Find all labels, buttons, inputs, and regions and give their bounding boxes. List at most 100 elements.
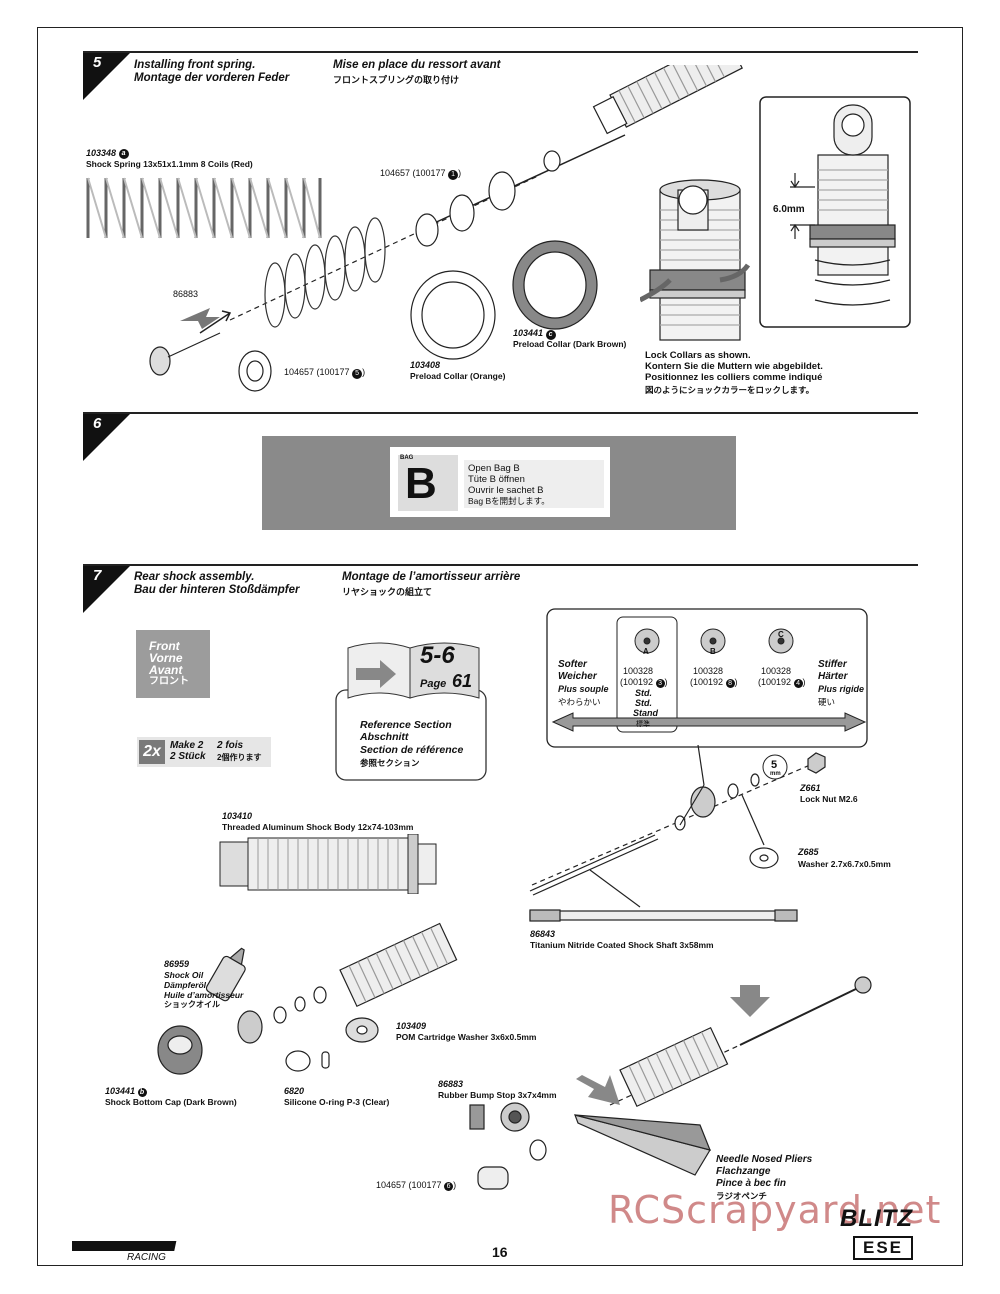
ref-fr: Section de référence — [360, 744, 464, 756]
locknut-desc: Lock Nut M2.6 — [800, 794, 858, 804]
piston-a-letter: A — [643, 647, 649, 656]
step-6-rule — [83, 412, 918, 414]
softer-fr: Plus souple — [558, 684, 609, 694]
measure-label: 6.0mm — [773, 204, 805, 215]
oil-desc-jp: ショックオイル — [164, 1000, 220, 1009]
piston-a-part: 100328 — [623, 666, 654, 676]
ref-de: Abschnitt — [360, 731, 409, 743]
locknut-part: Z661 — [800, 783, 821, 793]
pliers-de: Flachzange — [716, 1166, 771, 1177]
cap-desc: Shock Bottom Cap (Dark Brown) — [105, 1097, 237, 1107]
cap-part: 103441 b — [105, 1086, 147, 1097]
lock-jp: 図のようにショックカラーをロックします。 — [645, 385, 815, 395]
lock-de: Kontern Sie die Muttern wie abgebildet. — [645, 361, 823, 372]
badge-6-icon: 6 — [444, 1182, 454, 1191]
piston-selection-box — [546, 608, 868, 748]
make-de: 2 Stück — [170, 751, 206, 762]
washer-desc: Washer 2.7x6.7x0.5mm — [798, 859, 891, 869]
shaft-part: 86843 — [530, 929, 556, 939]
step-6-badge: 6 — [83, 413, 133, 461]
stiffer-de: Härter — [818, 671, 848, 682]
step-5-title-fr: Mise en place du ressort avant — [333, 59, 501, 71]
badge-5-icon: 5 — [352, 369, 363, 379]
badge-a-icon: a — [118, 148, 129, 159]
softer-en: Softer — [558, 659, 587, 670]
page-frame — [37, 27, 963, 1266]
bag-line-3: Ouvrir le sachet B — [468, 485, 544, 496]
pom-desc: POM Cartridge Washer 3x6x0.5mm — [396, 1032, 537, 1042]
piston-a-note-4: 標準 — [636, 721, 650, 728]
badge-c-icon: c — [545, 330, 556, 340]
part-104657-top: 104657 (100177 1) — [380, 168, 462, 180]
front-de: Vorne — [149, 651, 183, 665]
oil-desc-de: Dämpferöl — [164, 980, 207, 990]
piston-a-note-3: Stand — [633, 708, 659, 718]
front-label-box: Front Vorne Avant フロント — [136, 630, 210, 698]
front-en: Front — [149, 639, 180, 653]
blitz-logo: BLITZ — [840, 1205, 913, 1232]
oil-part: 86959 — [164, 959, 190, 969]
step-5-rule — [83, 51, 918, 53]
step-7-title-de: Bau der hinteren Stoßdämpfer — [134, 584, 300, 596]
ref-pages: 5-6 — [420, 642, 455, 669]
step-5-title-jp: フロントスプリングの取り付け — [333, 75, 460, 85]
step-5-title-en: Installing front spring. — [134, 59, 256, 71]
bag-instructions: Open Bag B Tüte B öffnen Ouvrir le sache… — [464, 460, 604, 508]
stiffer-jp: 硬い — [818, 697, 836, 707]
ese-logo: ESE — [853, 1236, 913, 1260]
bump-desc: Rubber Bump Stop 3x7x4mm — [438, 1090, 557, 1100]
badge-8-icon: 8 — [725, 679, 735, 688]
spring-desc: Shock Spring 13x51x1.1mm 8 Coils (Red) — [86, 159, 253, 169]
step-5-title-de: Montage der vorderen Feder — [134, 72, 290, 84]
piston-a-alt: (100192 3) — [620, 677, 668, 688]
piston-a-note-1: Std. — [635, 688, 652, 698]
front-fr: Avant — [149, 663, 183, 677]
collar-orange-part: 103408 — [410, 360, 441, 370]
bag-line-1: Open Bag B — [468, 463, 520, 474]
wrench-size: 5 — [771, 759, 778, 771]
svg-text:RACING: RACING — [127, 1252, 166, 1262]
step-7-title-jp: リヤショックの組立て — [342, 587, 433, 597]
badge-b-icon: b — [137, 1088, 147, 1097]
hpi-racing-logo: RACING — [72, 1241, 177, 1262]
make-count: 2x — [139, 740, 165, 764]
front-spring-exploded-diagram — [149, 65, 743, 392]
reference-book-icon — [335, 642, 487, 781]
make-en: Make 2 — [170, 740, 204, 751]
body-part: 103410 — [222, 811, 253, 821]
piston-c-letter: C — [778, 630, 784, 639]
make-fr: 2 fois — [217, 740, 244, 751]
bag-line-4: Bag Bを開封します。 — [468, 496, 550, 506]
ref-page-num: 61 — [452, 671, 473, 691]
collar-brown-desc: Preload Collar (Dark Brown) — [513, 339, 627, 349]
softer-de: Weicher — [558, 671, 597, 682]
piston-b-letter: B — [710, 647, 716, 656]
oring-desc: Silicone O-ring P-3 (Clear) — [284, 1097, 390, 1107]
wrench-unit: mm — [770, 771, 781, 777]
piston-b-alt: (100192 8) — [690, 677, 738, 688]
ref-page-label: Page — [420, 678, 447, 690]
washer-part: Z685 — [798, 847, 819, 857]
ref-jp: 参照セクション — [360, 758, 420, 768]
page-number: 16 — [492, 1244, 508, 1260]
step-7-title-fr: Montage de l’amortisseur arrière — [342, 571, 521, 583]
badge-3-icon: 3 — [655, 679, 665, 688]
stiffer-fr: Plus rigide — [818, 684, 865, 694]
oil-desc-en: Shock Oil — [164, 970, 204, 980]
pliers-fr: Pince à bec fin — [716, 1178, 787, 1189]
pliers-en: Needle Nosed Pliers — [716, 1154, 813, 1165]
watermark: RCScrapyard.net — [608, 1188, 942, 1232]
part-86883-label: 86883 — [173, 289, 199, 299]
threaded-shock-body — [219, 834, 437, 894]
badge-1-icon: 1 — [448, 170, 459, 180]
front-jp: フロント — [149, 676, 189, 687]
final-assembly-diagram — [469, 976, 872, 1190]
shock-spring-illustration — [86, 177, 322, 239]
pom-part: 103409 — [396, 1021, 427, 1031]
step-7-rule — [83, 564, 918, 566]
make-jp: 2個作ります — [217, 753, 262, 762]
lock-en: Lock Collars as shown. — [645, 350, 751, 361]
oil-desc-fr: Huile d’amortisseur — [164, 990, 244, 1000]
piston-a-note-2: Std. — [635, 698, 652, 708]
collar-brown-part: 103441 c — [513, 328, 556, 340]
